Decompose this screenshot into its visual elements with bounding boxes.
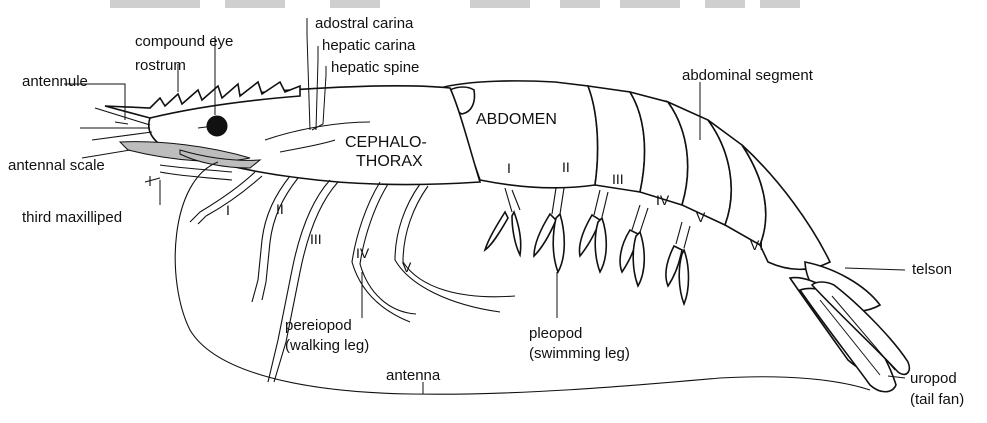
label-rostrum: rostrum	[135, 57, 186, 74]
label-adostral-carina: adostral carina	[315, 15, 414, 32]
label-pleopod-line2: (swimming leg)	[529, 345, 630, 362]
label-antennule: antennule	[22, 73, 88, 90]
segment-numeral-3: III	[612, 171, 624, 187]
label-abdomen: ABDOMEN	[476, 111, 557, 128]
leg-numeral-1: I	[226, 202, 230, 218]
segment-numeral-2: II	[562, 159, 570, 175]
label-cephalothorax-line2: THORAX	[356, 153, 423, 170]
leg-numeral-2: II	[276, 201, 284, 217]
label-pereiopod-line1: pereiopod	[285, 317, 352, 334]
leg-numeral-5: V	[402, 259, 412, 275]
tail-fan	[790, 262, 909, 392]
segment-numeral-1: I	[507, 160, 511, 176]
label-antenna: antenna	[386, 367, 441, 384]
maxilliped-shape	[145, 165, 232, 186]
top-banner-fragment	[110, 0, 800, 8]
leg-numeral-3: III	[310, 231, 322, 247]
compound-eye-icon	[207, 116, 227, 136]
label-hepatic-spine: hepatic spine	[331, 59, 419, 76]
label-pereiopod-line2: (walking leg)	[285, 337, 369, 354]
segment-numeral-4: IV	[656, 192, 670, 208]
label-cephalothorax-line1: CEPHALO-	[345, 134, 427, 151]
label-antennal-scale: antennal scale	[8, 157, 105, 174]
label-abdominal-segment: abdominal segment	[682, 67, 814, 84]
segment-numeral-5: V	[696, 209, 706, 225]
labels: adostral carina compound eye hepatic car…	[8, 15, 964, 408]
segment-numeral-6: VI	[750, 237, 763, 253]
label-third-maxilliped: third maxilliped	[22, 209, 122, 226]
label-uropod-line1: uropod	[910, 370, 957, 387]
label-telson: telson	[912, 261, 952, 278]
label-hepatic-carina: hepatic carina	[322, 37, 416, 54]
leg-numeral-4: IV	[356, 245, 370, 261]
label-uropod-line2: (tail fan)	[910, 391, 964, 408]
label-compound-eye: compound eye	[135, 33, 233, 50]
label-pleopod-line1: pleopod	[529, 325, 582, 342]
